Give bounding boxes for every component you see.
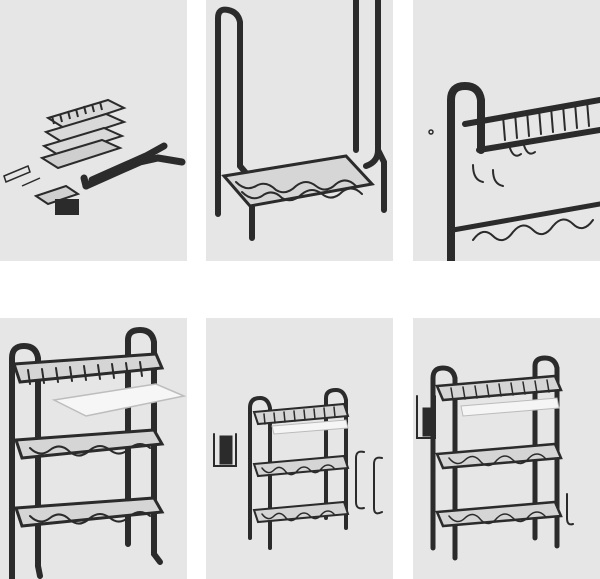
panel-three-tier-with-accessories — [206, 318, 393, 579]
rack-with-accessories-illustration — [213, 387, 383, 550]
stacked-baskets — [39, 98, 127, 170]
panel-three-tier-with-tray — [0, 318, 187, 579]
frame-illustration — [215, 0, 387, 241]
parts-illustration — [3, 98, 186, 215]
rack-assembled-illustration — [416, 355, 574, 561]
closeup-illustration — [428, 81, 600, 261]
panel-three-tier-assembled — [413, 318, 600, 579]
panel-frame-bottom-basket — [206, 0, 393, 261]
panel-parts-disassembled — [0, 0, 187, 261]
rack-with-tray-illustration — [9, 326, 187, 579]
panel-top-basket-closeup — [413, 0, 600, 261]
